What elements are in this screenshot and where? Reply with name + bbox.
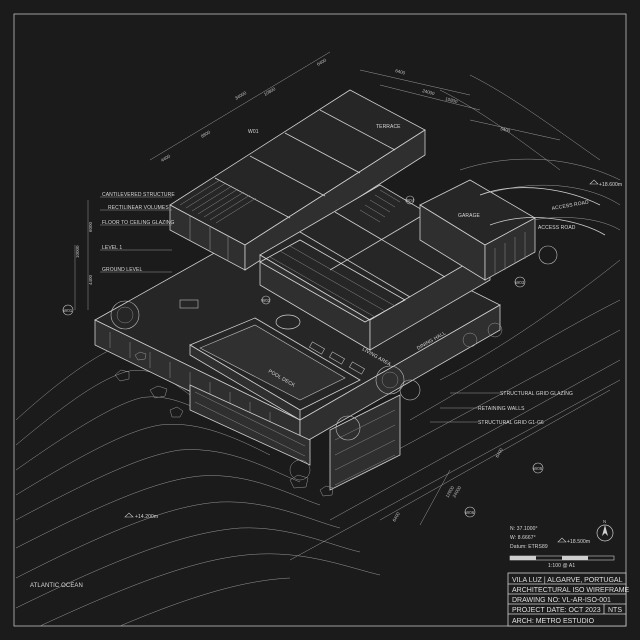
title-drawing-no: DRAWING NO: VL-AR-ISO-001: [512, 597, 611, 604]
coord-lat: N: 37.1000°: [510, 526, 538, 532]
title-type: ARCHITECTURAL ISO WIREFRAME: [512, 587, 630, 594]
stair: [359, 189, 401, 223]
dim-top-b: 10800: [263, 86, 277, 97]
dim-bottom-b: 12800: [445, 485, 456, 499]
section-marker-w04: W04: [405, 198, 415, 203]
retaining-walls: [189, 384, 401, 491]
title-nts: NTS: [608, 607, 622, 614]
sheet-border: [13, 13, 627, 627]
dim-left-c: 4400: [88, 274, 93, 285]
leader-lines: [100, 196, 500, 423]
dim-top-g: 24000: [422, 88, 436, 96]
label-cantilevered: CANTILEVERED STRUCTURE: [102, 192, 175, 198]
section-marker-w01: W01: [63, 308, 73, 313]
label-wall-tag: W01: [248, 129, 259, 135]
furniture: [179, 299, 365, 375]
pergola: [259, 239, 406, 323]
title-project: VILA LUZ | ALGARVE, PORTUGAL: [512, 577, 623, 584]
coord-lon: W: 8.6667°: [510, 535, 536, 541]
label-ground: GROUND LEVEL: [102, 267, 142, 273]
label-structural-glazing: STRUCTURAL GRID GLAZING: [500, 391, 573, 397]
coordinates: N: 37.1000° W: 8.6667° Datum: ETRS89: [510, 526, 548, 550]
label-rectilinear: RECTILINEAR VOLUMES: [108, 205, 169, 211]
dim-left-b: 10000: [75, 245, 80, 258]
label-retaining: RETAINING WALLS: [478, 406, 525, 412]
dim-bottom-a: 6400: [392, 511, 402, 523]
section-markers: W01 W02 W03 W04 W05 W06: [62, 195, 544, 518]
title-date: PROJECT DATE: OCT 2023: [512, 607, 601, 614]
upper-volume: [169, 89, 426, 271]
coord-datum: Datum: ETRS89: [510, 544, 548, 550]
dim-top-a: 34000: [234, 90, 248, 101]
section-marker-w06: W06: [465, 510, 475, 515]
elevation-markers: +14.200m +18.600m +18.500m: [124, 179, 622, 545]
north-arrow: N: [596, 519, 614, 542]
dim-top-e: 8800: [200, 129, 212, 139]
section-marker-w05: W05: [533, 466, 543, 471]
dim-left-a: 6000: [88, 221, 93, 232]
dim-bottom-c: 24000: [452, 485, 463, 499]
roof-louvers: [179, 179, 257, 224]
title-block: VILA LUZ | ALGARVE, PORTUGAL ARCHITECTUR…: [507, 572, 630, 627]
label-structural-grid: STRUCTURAL GRID G1-G6: [478, 420, 544, 426]
label-level1: LEVEL 1: [102, 245, 122, 251]
scale-label: 1:100 @ A1: [548, 563, 575, 569]
access-road: [479, 187, 606, 236]
rocks: [114, 351, 334, 497]
title-arch: ARCH: METRO ESTUDIO: [512, 618, 595, 625]
dim-top-d: 4400: [160, 153, 172, 163]
label-access-road-top: ACCESS ROAD: [551, 199, 589, 211]
ocean-contours: [15, 349, 381, 627]
dim-top-h: 10800: [445, 96, 459, 104]
label-access-road: ACCESS ROAD: [538, 225, 576, 231]
section-marker-w02: W02: [261, 298, 271, 303]
label-glazing: FLOOR TO CEILING GLAZING: [102, 220, 175, 226]
dim-top-c: 6400: [316, 57, 328, 67]
label-garage: GARAGE: [458, 213, 481, 219]
north-label: N: [603, 519, 606, 524]
elevation-sea: +14.200m: [135, 514, 158, 520]
pool: [189, 317, 361, 421]
elevation-site: +18.500m: [567, 539, 590, 545]
section-marker-w03: W03: [515, 280, 525, 285]
vegetation: [110, 245, 558, 481]
dim-top-f: 6400: [395, 68, 406, 76]
garage: [419, 179, 536, 281]
elevation-road: +18.600m: [599, 182, 622, 188]
ocean-label: ATLANTIC OCEAN: [30, 583, 83, 589]
dim-top-i: 5400: [500, 126, 511, 134]
dim-bottom-d: 6400: [495, 447, 505, 459]
scale-bar: 1:100 @ A1: [509, 555, 615, 569]
dimension-lines: [74, 51, 611, 526]
label-terrace: TERRACE: [376, 124, 401, 130]
